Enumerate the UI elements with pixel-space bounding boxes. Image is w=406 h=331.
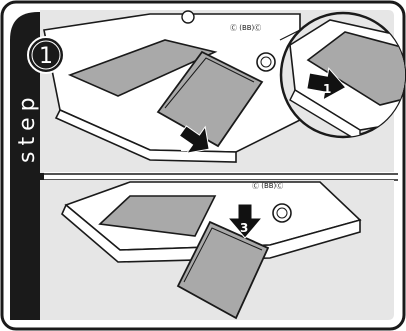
step-label: step: [15, 91, 40, 163]
arrow-2-label: 2: [180, 140, 189, 155]
memory-card-edge: [164, 57, 255, 109]
arrow-3-label: 3: [240, 221, 248, 235]
step-sidebar: [10, 12, 44, 320]
step-number: 1: [39, 44, 53, 69]
tray-front-edge: [54, 108, 237, 163]
panel-divider: [44, 172, 398, 180]
memory-card-ejected: [176, 220, 270, 320]
card-slot-left: [67, 39, 218, 97]
tray-front-edge-bottom: [61, 203, 361, 263]
step-number-badge: 1: [27, 36, 65, 74]
memory-card-ejected-edge: [183, 227, 263, 283]
arrow-2: 2: [178, 125, 210, 155]
eject-button-bottom-inner: [276, 207, 288, 219]
bottom-panel: Ⓒ (BB)Ⓒ 3: [40, 180, 394, 320]
zoom-tray-edge: [289, 89, 361, 137]
brand-mark-bottom: Ⓒ (BB)Ⓒ: [252, 182, 283, 190]
step-number-ring: [31, 40, 61, 70]
arrow-3: 3: [226, 203, 264, 239]
arrow-1: 1: [306, 67, 347, 101]
tray-detail-line: [279, 29, 301, 41]
zoom-card: [306, 31, 405, 106]
arrow-1-label: 1: [323, 82, 331, 96]
eject-button-inner: [260, 56, 272, 68]
top-button: [181, 10, 195, 24]
top-panel: Ⓒ (BB)Ⓒ 2: [40, 10, 394, 173]
card-slot-bottom: [98, 195, 217, 237]
brand-mark-top: Ⓒ (BB)Ⓒ: [230, 24, 261, 32]
zoom-detail: 1: [279, 11, 406, 139]
